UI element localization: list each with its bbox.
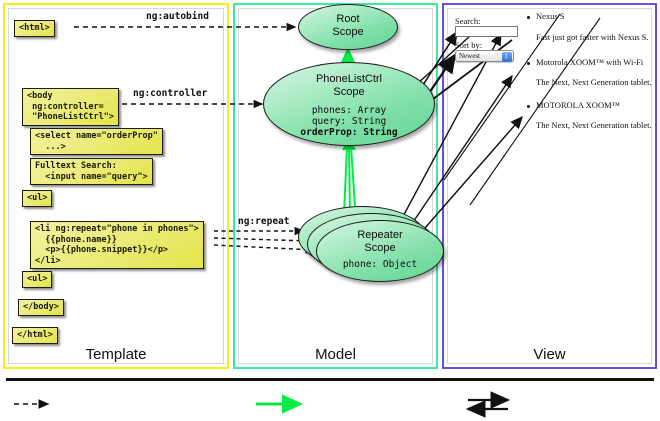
list-bullet bbox=[527, 62, 530, 65]
view-phone-title[interactable]: Nexus S bbox=[536, 11, 565, 21]
panel-template-label: Template bbox=[85, 346, 147, 363]
prop-phone: phone: Object bbox=[342, 259, 418, 270]
scope-repeater[interactable]: Repeater Scope phone: Object bbox=[316, 220, 444, 282]
legend-divider bbox=[6, 378, 654, 381]
code-ul-open[interactable]: <ul> bbox=[22, 190, 53, 207]
code-body-open[interactable]: <body ng:controller= "PhoneListCtrl"> bbox=[22, 88, 119, 126]
list-bullet bbox=[527, 105, 530, 108]
panel-model: Model bbox=[233, 3, 438, 369]
sort-select-value: Newest bbox=[459, 52, 480, 60]
label-ng-autobind: ng:autobind bbox=[146, 11, 209, 22]
sort-select[interactable]: Newest bbox=[455, 50, 514, 62]
scope-repeater-title: Repeater Scope bbox=[357, 229, 403, 254]
code-select[interactable]: <select name="orderProp" ...> bbox=[30, 128, 163, 155]
chevron-updown-icon bbox=[502, 51, 512, 62]
search-input[interactable] bbox=[455, 26, 518, 37]
prop-orderprop: orderProp: String bbox=[300, 127, 398, 138]
scope-phonelistctrl-title: PhoneListCtrl Scope bbox=[315, 73, 383, 98]
code-html-close[interactable]: </html> bbox=[12, 327, 58, 344]
view-phone-desc: Fast just got faster with Nexus S. bbox=[536, 32, 649, 42]
view-search-label: Search: bbox=[455, 16, 481, 26]
scope-phonelistctrl[interactable]: PhoneListCtrl Scope phones: Array query:… bbox=[263, 62, 435, 146]
panel-view-label: View bbox=[533, 346, 566, 363]
code-fulltext[interactable]: Fulltext Search: <input name="query"> bbox=[30, 158, 153, 185]
scope-root[interactable]: Root Scope bbox=[298, 4, 398, 50]
code-ul-close[interactable]: <ul> bbox=[22, 271, 53, 288]
view-phone-desc: The Next, Next Generation tablet. bbox=[536, 77, 652, 87]
code-body-close[interactable]: </body> bbox=[18, 299, 64, 316]
view-phone-title[interactable]: MOTOROLA XOOM™ bbox=[536, 100, 620, 110]
view-sort-label: Sort by: bbox=[455, 40, 483, 50]
view-phone-desc: The Next, Next Generation tablet. bbox=[536, 120, 652, 130]
panel-model-label: Model bbox=[315, 346, 356, 363]
legend: Implicit Scope Declaration Scope Inherit… bbox=[0, 378, 660, 421]
scope-root-title: Root Scope bbox=[332, 13, 364, 38]
prop-phones: phones: Array bbox=[311, 105, 387, 116]
list-bullet bbox=[527, 16, 530, 19]
code-html-open[interactable]: <html> bbox=[14, 20, 55, 37]
scope-phonelistctrl-props: phones: Array query: String orderProp: S… bbox=[264, 105, 434, 138]
label-ng-repeat: ng:repeat bbox=[238, 216, 290, 227]
scope-repeater-props: phone: Object bbox=[317, 259, 443, 270]
code-li-repeat[interactable]: <li ng:repeat="phone in phones"> {{phone… bbox=[30, 221, 204, 269]
label-ng-controller: ng:controller bbox=[133, 88, 208, 99]
view-phone-title[interactable]: Motorola XOOM™ with Wi-Fi bbox=[536, 57, 644, 67]
prop-query: query: String bbox=[311, 116, 387, 127]
panel-model-inner bbox=[238, 8, 433, 364]
